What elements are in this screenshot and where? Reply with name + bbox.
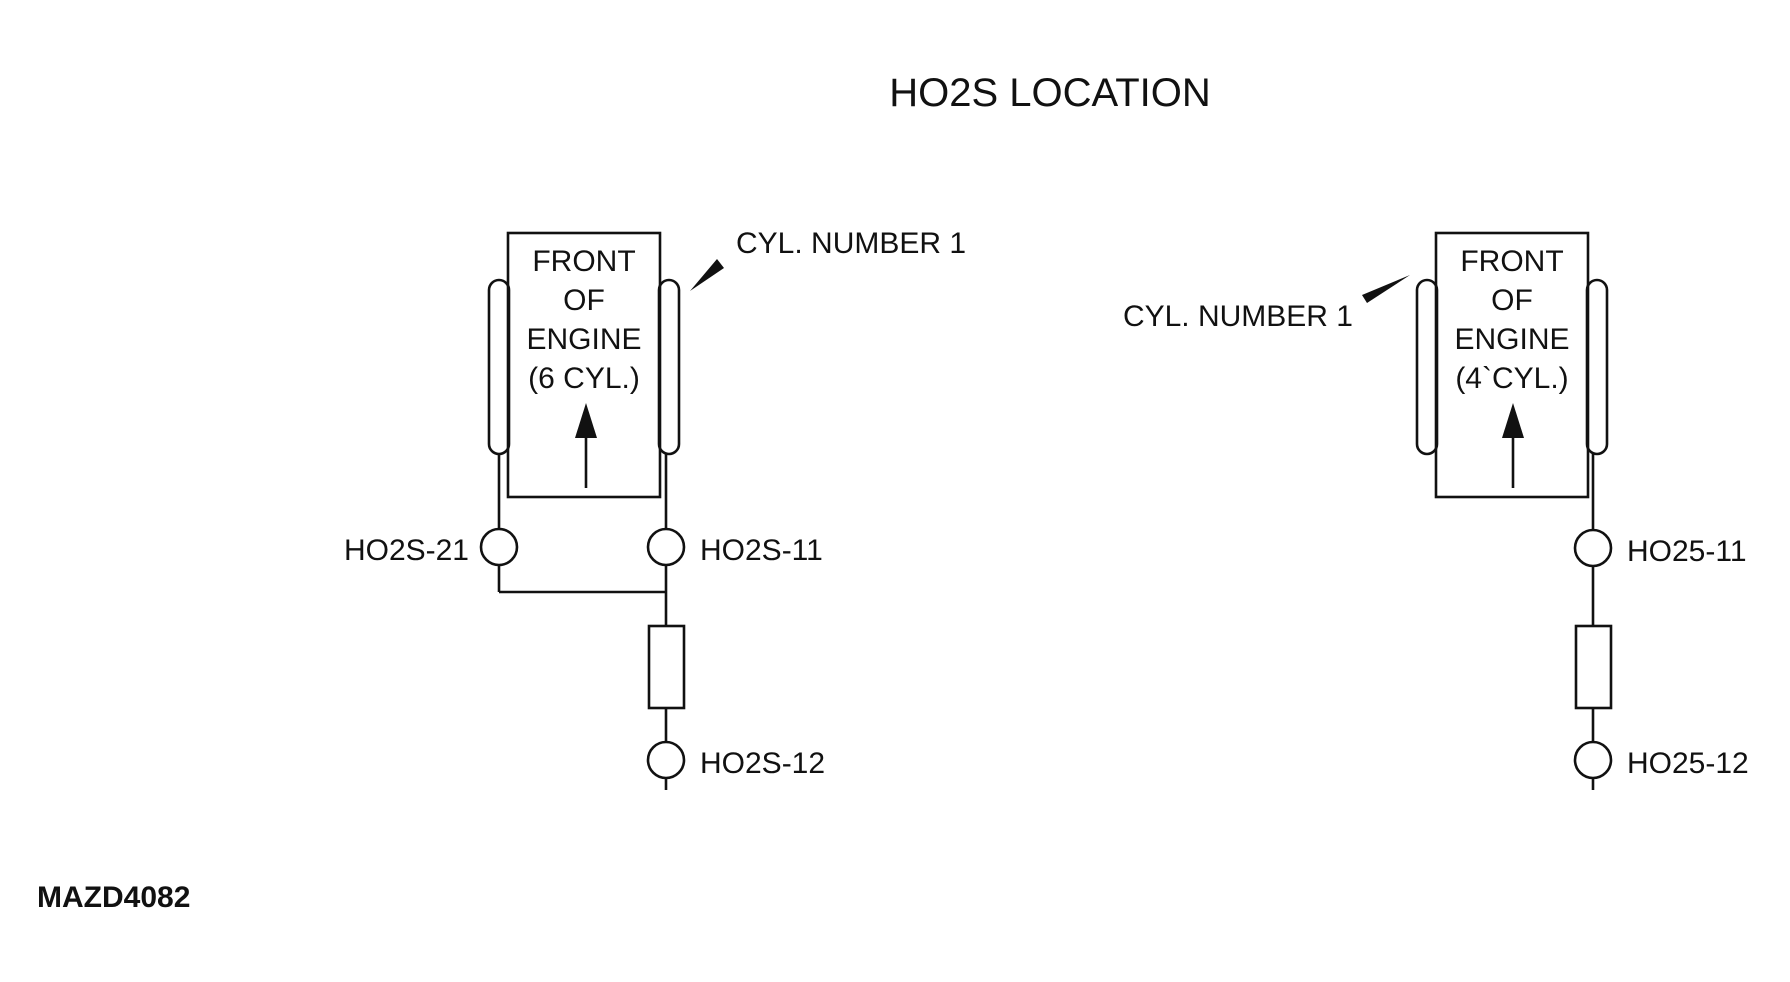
engine-6cyl-right-bank (657, 278, 681, 456)
engine-6cyl-front-arrow-icon (575, 403, 597, 438)
engine-4cyl-right-bank (1585, 278, 1609, 456)
ho2s-12-label: HO2S-12 (700, 747, 825, 780)
ho25-12-label: HO25-12 (1627, 747, 1749, 780)
engine-4cyl-front-arrow-icon (1502, 403, 1524, 438)
engine-4cyl-box-line1: FRONT (1460, 245, 1563, 278)
engine-6cyl-left-bank (487, 278, 511, 456)
ho2s-21-label: HO2S-21 (344, 534, 469, 567)
ho25-11-label: HO25-11 (1627, 535, 1747, 568)
diagram-title: HO2S LOCATION (889, 71, 1211, 115)
ho25-11-sensor-icon (1573, 528, 1613, 568)
ho2s-21-sensor-icon (479, 527, 519, 567)
engine-4cyl-box-line4: (4`CYL.) (1455, 362, 1568, 395)
ho25-12-sensor-icon (1573, 740, 1613, 780)
engine-4cyl-box-line3: ENGINE (1454, 323, 1569, 356)
engine-4cyl-cyl1-pointer-icon (1362, 275, 1410, 303)
engine-6cyl-box-line3: ENGINE (526, 323, 641, 356)
ho2s-11-label: HO2S-11 (700, 534, 823, 567)
ho2s-11-sensor-icon (646, 527, 686, 567)
engine-6cyl-box-line4: (6 CYL.) (528, 362, 640, 395)
engine-4cyl-catalytic-converter (1574, 624, 1613, 710)
engine-6cyl-box-line2: OF (563, 284, 605, 317)
ho2s-12-sensor-icon (646, 740, 686, 780)
figure-code: MAZD4082 (37, 881, 190, 914)
engine-4cyl-group: FRONT OF ENGINE (4`CYL.) CYL. NUMBER 1 H… (1123, 231, 1749, 790)
engine-4cyl-left-bank (1415, 278, 1439, 456)
engine-6cyl-cyl1-pointer-icon (690, 259, 724, 291)
engine-4cyl-box-line2: OF (1491, 284, 1533, 317)
engine-6cyl-cyl1-label: CYL. NUMBER 1 (736, 227, 966, 260)
engine-4cyl-cyl1-label: CYL. NUMBER 1 (1123, 300, 1353, 333)
engine-6cyl-catalytic-converter (647, 624, 686, 710)
engine-6cyl-box-line1: FRONT (532, 245, 635, 278)
engine-6cyl-group: FRONT OF ENGINE (6 CYL.) CYL. NUMBER 1 H… (344, 227, 966, 790)
